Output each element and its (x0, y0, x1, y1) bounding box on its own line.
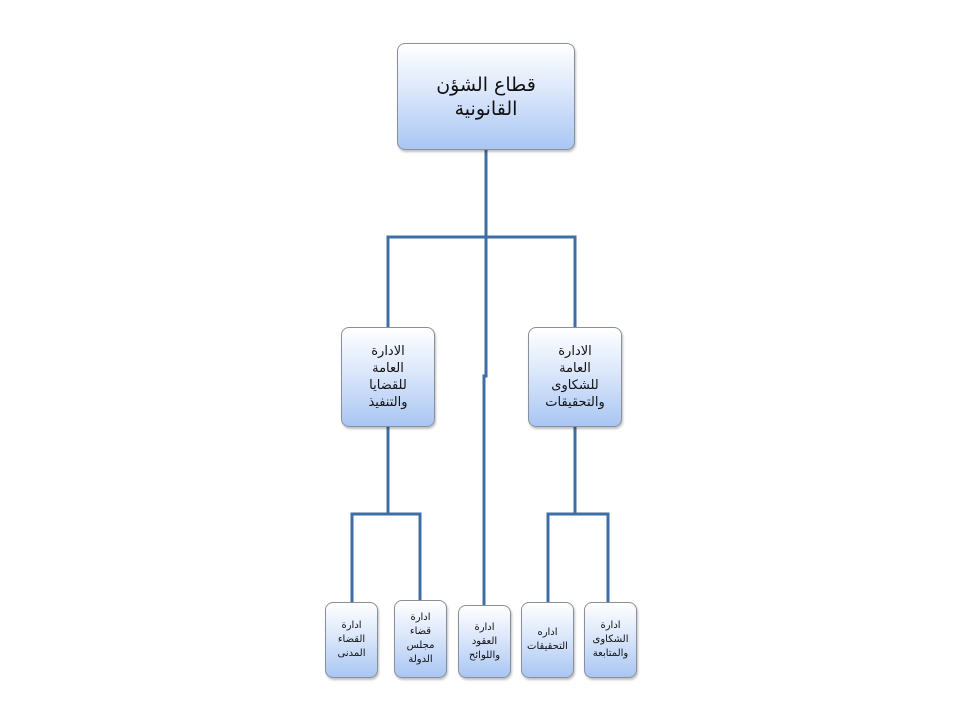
node-civil-judiciary: ادارة القضاء المدنى (325, 602, 378, 678)
node-complaints-investigations: الادارة العامة للشكاوى والتحقيقات (528, 327, 622, 427)
connector-left-branch (350, 427, 422, 602)
connector-right-branch (546, 427, 610, 602)
node-complaints-followup: ادارة الشكاوى والمتابعة (584, 602, 637, 678)
node-cases-execution: الادارة العامة للقضايا والتنفيذ (341, 327, 435, 427)
root-node-legal-affairs: قطاع الشؤن القانونية (397, 43, 575, 150)
node-investigations: اداره التحقيقات (521, 602, 574, 678)
node-state-council: ادارة قضاء مجلس الدولة (394, 600, 447, 678)
node-contracts-regulations: ادارة العقود واللوائح (458, 605, 511, 678)
connector-root-to-contracts (482, 237, 488, 605)
connector-level2-bar (386, 235, 577, 327)
